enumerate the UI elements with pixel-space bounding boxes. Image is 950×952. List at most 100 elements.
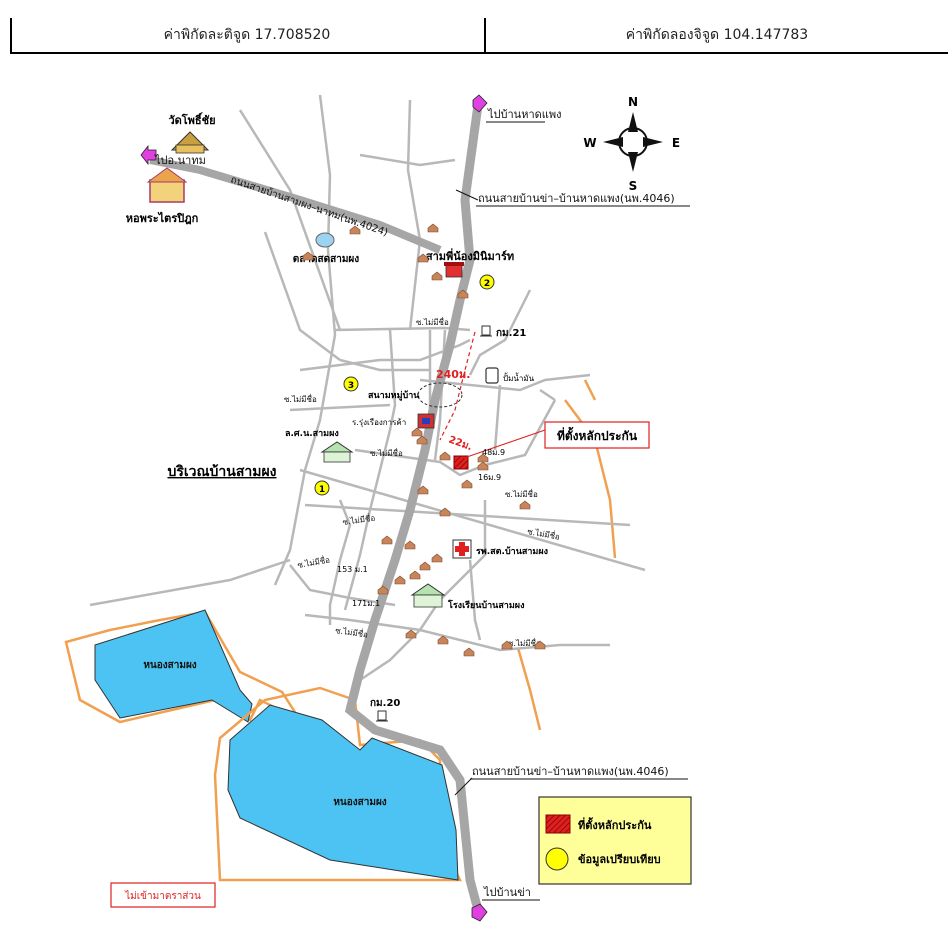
label-area-name: บริเวณบ้านสามผง [167, 464, 276, 480]
callout-line [463, 429, 546, 459]
pond-left-label: หนองสามผง [143, 660, 196, 671]
soi-label: ซ.ไม่มีชื่อ [296, 553, 330, 570]
road-na-thom [149, 156, 442, 254]
soi-label: ซ.ไม่มีชื่อ [342, 511, 376, 526]
km-post-icon [376, 710, 388, 722]
collateral-location-marker [453, 455, 469, 470]
km-post-icon [480, 325, 492, 337]
label-house-48: 48ม.9 [482, 448, 505, 457]
label-road-bottom: ถนนสายบ้านข่า–บ้านหาดแพง(นพ.4046) [472, 765, 669, 778]
label-km20: กม.20 [370, 698, 400, 709]
pond-left: หนองสามผง [64, 609, 304, 724]
soi-label: ซ.ไม่มีชื่อ [335, 624, 369, 639]
soi-label: ซ.ไม่มีชื่อ [416, 316, 449, 327]
label-not-to-scale: ไม่เข้ามาตราส่วน [124, 890, 201, 902]
not-to-scale-box [110, 882, 216, 908]
house-icon [381, 535, 393, 545]
compass-rose: N S W E [583, 95, 680, 193]
house-icon [405, 629, 417, 639]
latitude-text: ค่าพิกัดละติจูด 17.708520 [163, 27, 331, 43]
label-house-171: 171ม.1 [352, 599, 380, 608]
house-icon [409, 570, 421, 580]
house-icon [349, 225, 361, 235]
house-icon [534, 640, 546, 650]
gas-station-icon [485, 367, 499, 384]
svg-text:2: 2 [484, 279, 490, 289]
label-school-ls: ล.ศ.น.สามผง [285, 429, 339, 439]
house-icons [302, 223, 546, 657]
market-icon [315, 232, 335, 248]
house-icon [394, 575, 406, 585]
house-icon [439, 507, 451, 517]
house-icon [431, 271, 443, 281]
arrow-to-ban-kha [471, 903, 488, 922]
pond-bottom-label: หนองสามผง [333, 797, 386, 808]
soi-label: ซ.ไม่มีชื่อ [370, 447, 403, 458]
house-icon [501, 640, 513, 650]
label-to-ban-kha: ไปบ้านข่า [483, 886, 531, 899]
label-market: ตลาดสดสามผง [293, 254, 359, 265]
boundary-lines [516, 379, 617, 731]
label-house-153: 153 ม.1 [337, 565, 368, 574]
pond-bottom: หนองสามผง [213, 686, 463, 882]
comparison-marker-2: 2 [479, 274, 495, 290]
arrow-to-hat-phaeng [472, 94, 488, 113]
comparison-marker-1: 1 [314, 480, 330, 496]
house-icon [461, 479, 473, 489]
collateral-callout [544, 421, 650, 449]
legend-comparison-swatch [545, 847, 569, 871]
soi-label: ซ.ไม่มีชื่อ [284, 393, 317, 404]
soi-label: ซ.ไม่มีชื่อ [527, 525, 561, 542]
house-icon [463, 647, 475, 657]
school-icon [320, 441, 354, 463]
label-distance-22: 22ม. [447, 434, 474, 453]
longitude-text: ค่าพิกัดลองจิจูด 104.147783 [625, 27, 809, 43]
label-ho-trai: หอพระไตรปิฎก [126, 211, 199, 225]
label-road-top: ถนนสายบ้านข่า–บ้านหาดแพง(นพ.4046) [478, 192, 675, 205]
label-wat: วัดโพธิ์ชัย [168, 112, 215, 127]
house-icon [377, 585, 389, 595]
compass-e: E [672, 136, 680, 150]
leader-line [455, 189, 479, 201]
house-icon [416, 435, 428, 445]
label-house-16: 16ม.9 [478, 473, 501, 482]
leader-line [454, 777, 473, 796]
label-gas-station: ปั้มน้ำมัน [503, 372, 535, 383]
house-icon [457, 289, 469, 299]
house-icon [519, 500, 531, 510]
house-icon [431, 553, 443, 563]
label-to-hat-phaeng: ไปบ้านหาดแพง [487, 108, 561, 121]
arrow-to-na-thom [140, 144, 157, 166]
comparison-marker-3: 3 [343, 376, 359, 392]
house-icon [302, 251, 314, 261]
label-km21: กม.21 [496, 328, 526, 339]
svg-text:3: 3 [348, 381, 354, 391]
label-school: โรงเรียนบ้านสามผง [447, 599, 524, 611]
minor-streets [89, 94, 646, 682]
house-icon [404, 540, 416, 550]
shop-icon [444, 262, 464, 278]
legend-collateral-label: ที่ตั้งหลักประกัน [578, 817, 652, 832]
temple-icon [170, 131, 210, 154]
legend-collateral-swatch [545, 814, 571, 834]
house-icon [477, 461, 489, 471]
divider [484, 18, 486, 54]
house-icon [419, 561, 431, 571]
school-icon [410, 583, 446, 608]
label-to-na-thom: ไปอ.นาทม [154, 154, 206, 167]
house-icon [417, 253, 429, 263]
compass-n: N [628, 95, 638, 109]
soi-label: ซ.ไม่มีชื่อ [505, 488, 538, 499]
house-icon [417, 485, 429, 495]
house-icon [427, 223, 439, 233]
soi-label: ซ.ไม่มีชื่อ [508, 637, 541, 648]
house-icon [437, 635, 449, 645]
hospital-icon [452, 539, 472, 559]
divider [10, 18, 12, 54]
svg-text:1: 1 [319, 485, 325, 495]
label-road-diag: ถนนสายบ้านสามผง–นาทม(นพ.4024) [229, 173, 390, 238]
label-shop: ร.รุ่งเรืองการค้า [352, 418, 406, 427]
coordinate-bar: ค่าพิกัดละติจูด 17.708520 ค่าพิกัดลองจิจ… [10, 18, 948, 54]
label-mini-mart: สามพี่น้องมินิมาร์ท [426, 248, 514, 263]
